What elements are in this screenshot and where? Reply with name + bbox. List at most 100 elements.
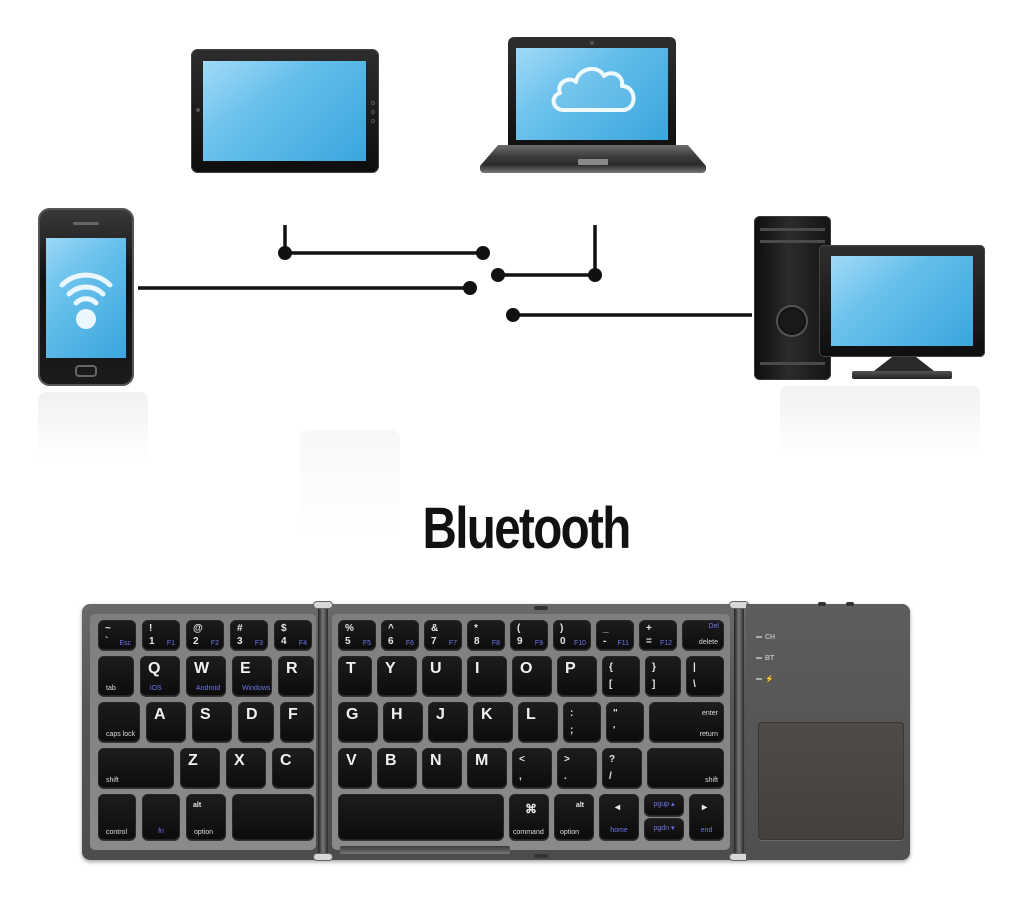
power-button-icon	[778, 307, 806, 335]
laptop-trackpad	[578, 159, 608, 165]
key-period[interactable]: >.	[557, 748, 597, 788]
key-shift-left[interactable]: shift	[98, 748, 174, 788]
key-tab[interactable]: tab	[98, 656, 134, 696]
key-space[interactable]	[338, 794, 504, 840]
key-4[interactable]: $4 F4	[274, 620, 312, 650]
key-r[interactable]: R	[278, 656, 314, 696]
key-k[interactable]: K	[473, 702, 513, 742]
laptop-base	[480, 145, 706, 173]
key-option-left[interactable]: alt option	[186, 794, 226, 840]
key-t[interactable]: T	[338, 656, 372, 696]
key-fn[interactable]: fn	[142, 794, 180, 840]
key-arrow-up[interactable]: pgup ▴	[644, 794, 684, 816]
monitor-base	[852, 371, 952, 379]
key-p[interactable]: P	[557, 656, 597, 696]
key-z[interactable]: Z	[180, 748, 220, 788]
tablet-buttons	[371, 101, 376, 128]
key-n[interactable]: N	[422, 748, 462, 788]
key-v[interactable]: V	[338, 748, 372, 788]
drive-bay	[760, 228, 825, 231]
cloud-icon	[551, 66, 636, 112]
key-x[interactable]: X	[226, 748, 266, 788]
hinge-cap	[314, 854, 332, 860]
key-space-left[interactable]	[232, 794, 314, 840]
key-3[interactable]: #3 F3	[230, 620, 268, 650]
key-shift-right[interactable]: shift	[647, 748, 724, 788]
fold-notch-top	[534, 606, 548, 610]
key-2[interactable]: @2 F2	[186, 620, 224, 650]
key-f[interactable]: F	[280, 702, 314, 742]
key-y[interactable]: Y	[377, 656, 417, 696]
key-l[interactable]: L	[518, 702, 558, 742]
key-1[interactable]: !1 F1	[142, 620, 180, 650]
fold-notch-bottom	[534, 854, 548, 858]
key-bracket-left[interactable]: {[	[602, 656, 640, 696]
hinge-cap	[730, 854, 748, 860]
smartphone	[38, 208, 134, 386]
phone-reflection	[38, 392, 148, 462]
pc-monitor	[819, 245, 985, 357]
key-c[interactable]: C	[272, 748, 314, 788]
key-b[interactable]: B	[377, 748, 417, 788]
tablet-screen	[203, 61, 366, 161]
key-j[interactable]: J	[428, 702, 468, 742]
power-switch[interactable]	[818, 602, 826, 606]
key-s[interactable]: S	[192, 702, 232, 742]
key-m[interactable]: M	[467, 748, 507, 788]
key-bracket-right[interactable]: }]	[645, 656, 681, 696]
key-option-right[interactable]: alt option	[554, 794, 594, 840]
tablet	[191, 49, 379, 173]
key-h[interactable]: H	[383, 702, 423, 742]
hinge-right	[734, 604, 744, 860]
pc-tower	[754, 216, 831, 380]
tablet-camera	[196, 108, 200, 112]
key-esc[interactable]: ~` Esc	[98, 620, 136, 650]
phone-screen	[46, 238, 126, 358]
key-comma[interactable]: <,	[512, 748, 552, 788]
pair-button[interactable]	[846, 602, 854, 606]
hinge-left	[318, 604, 328, 860]
desktop-reflection	[780, 386, 980, 456]
key-arrow-right[interactable]: ▸ end	[689, 794, 724, 840]
drive-bay	[760, 362, 825, 365]
key-control[interactable]: control	[98, 794, 136, 840]
key-d[interactable]: D	[238, 702, 274, 742]
key-arrow-down[interactable]: pgdn ▾	[644, 818, 684, 840]
key-a[interactable]: A	[146, 702, 186, 742]
kickstand-slot	[340, 846, 510, 854]
key-semicolon[interactable]: :;	[563, 702, 601, 742]
key-quote[interactable]: "'	[606, 702, 644, 742]
bg-reflection	[300, 430, 400, 540]
laptop	[508, 37, 676, 145]
hinge-cap	[314, 602, 332, 608]
key-caps-lock[interactable]: caps lock	[98, 702, 140, 742]
key-slash[interactable]: ?/	[602, 748, 642, 788]
key-arrow-left[interactable]: ◂ home	[599, 794, 639, 840]
touchpad[interactable]	[758, 722, 904, 840]
laptop-camera	[590, 41, 594, 45]
key-u[interactable]: U	[422, 656, 462, 696]
monitor-stand	[874, 357, 934, 371]
key-i[interactable]: I	[467, 656, 507, 696]
drive-bay	[760, 240, 825, 243]
key-backslash[interactable]: |\	[686, 656, 724, 696]
key-o[interactable]: O	[512, 656, 552, 696]
key-equals[interactable]: +=F12	[639, 620, 677, 650]
key-g[interactable]: G	[338, 702, 378, 742]
key-command[interactable]: ⌘ command	[509, 794, 549, 840]
key-minus[interactable]: _-F11	[596, 620, 634, 650]
